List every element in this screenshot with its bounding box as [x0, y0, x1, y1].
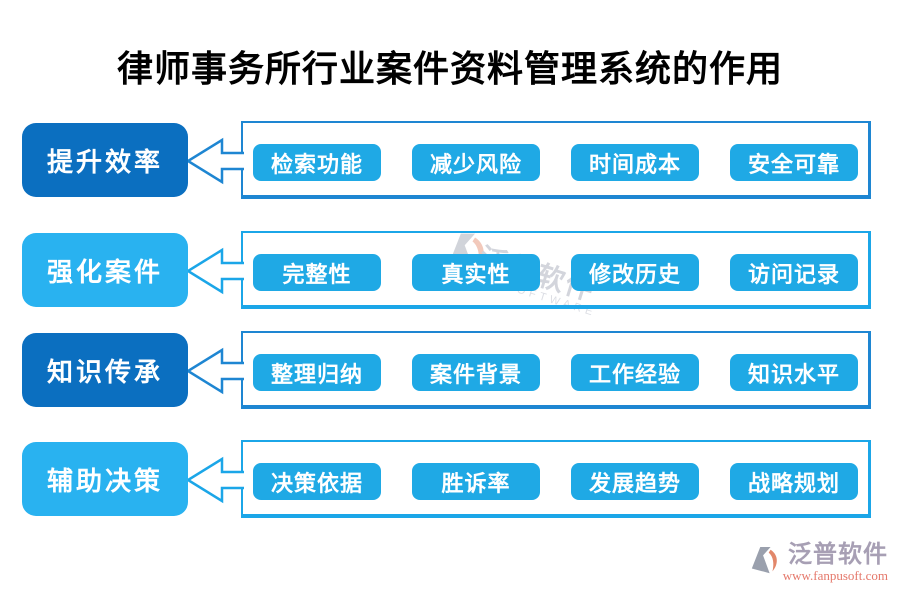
brand-texts: 泛普软件 www.fanpusoft.com [782, 542, 888, 584]
feature-pill: 案件背景 [412, 354, 540, 391]
feature-pill: 减少风险 [412, 144, 540, 181]
feature-pill: 时间成本 [571, 144, 699, 181]
feature-pill: 整理归纳 [253, 354, 381, 391]
items-container: 决策依据 胜诉率 发展趋势 战略规划 [241, 440, 871, 518]
feature-pill: 工作经验 [571, 354, 699, 391]
feature-pill: 发展趋势 [571, 463, 699, 500]
feature-pill: 真实性 [412, 254, 540, 291]
left-arrow-icon [186, 137, 244, 185]
items-container: 完整性 真实性 修改历史 访问记录 [241, 231, 871, 309]
feature-pill: 访问记录 [730, 254, 858, 291]
feature-pill: 检索功能 [253, 144, 381, 181]
left-arrow-icon [186, 456, 244, 504]
left-arrow-icon [186, 347, 244, 395]
row-label: 知识传承 [22, 333, 188, 407]
brand-logo: 泛普软件 www.fanpusoft.com [748, 542, 888, 584]
diagram-row-efficiency: 检索功能 减少风险 时间成本 安全可靠 提升效率 [0, 121, 900, 203]
row-label: 辅助决策 [22, 442, 188, 516]
brand-url: www.fanpusoft.com [782, 568, 888, 584]
items-container: 整理归纳 案件背景 工作经验 知识水平 [241, 331, 871, 409]
row-label: 强化案件 [22, 233, 188, 307]
diagram-row-knowledge: 整理归纳 案件背景 工作经验 知识水平 知识传承 [0, 331, 900, 413]
brand-name: 泛普软件 [788, 542, 888, 568]
diagram-row-decision: 决策依据 胜诉率 发展趋势 战略规划 辅助决策 [0, 440, 900, 522]
feature-pill: 决策依据 [253, 463, 381, 500]
feature-pill: 安全可靠 [730, 144, 858, 181]
left-arrow-icon [186, 247, 244, 295]
feature-pill: 胜诉率 [412, 463, 540, 500]
feature-pill: 知识水平 [730, 354, 858, 391]
items-container: 检索功能 减少风险 时间成本 安全可靠 [241, 121, 871, 199]
row-label: 提升效率 [22, 123, 188, 197]
feature-pill: 战略规划 [730, 463, 858, 500]
page-title: 律师事务所行业案件资料管理系统的作用 [116, 49, 783, 89]
fanpu-logo-icon [751, 546, 777, 574]
feature-pill: 修改历史 [571, 254, 699, 291]
diagram-row-case: 完整性 真实性 修改历史 访问记录 强化案件 [0, 231, 900, 313]
feature-pill: 完整性 [253, 254, 381, 291]
